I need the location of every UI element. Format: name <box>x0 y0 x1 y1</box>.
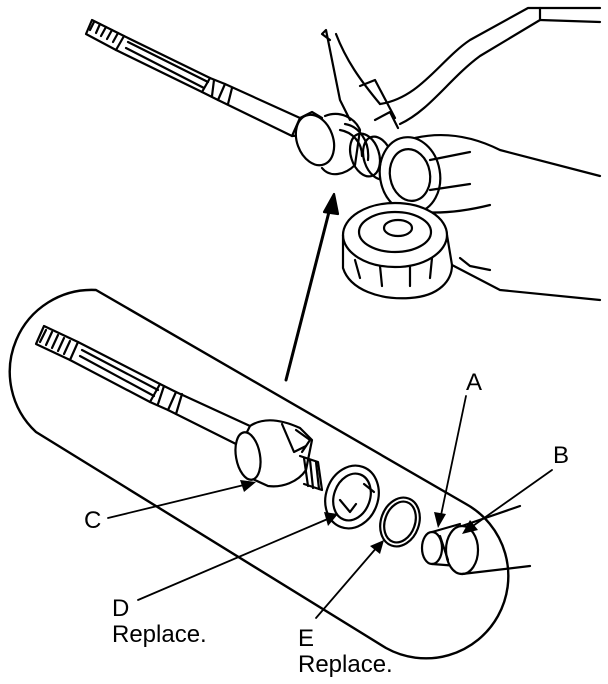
leader-a <box>439 395 467 521</box>
callout-a-label: A <box>466 369 483 396</box>
detail-capsule-outline <box>8 288 510 660</box>
mount-bushing <box>341 201 602 302</box>
installed-tie-rod-assembly <box>84 6 602 302</box>
callout-e-letter: E <box>298 625 315 652</box>
leader-b <box>469 469 553 529</box>
part-d-lock-washer <box>324 464 380 530</box>
leader-lines <box>107 395 553 619</box>
detail-tie-rod <box>34 324 252 448</box>
callout-d-note: Replace. <box>112 621 207 648</box>
part-e-stop-washer <box>379 496 421 548</box>
callout-d: D Replace. <box>112 596 207 648</box>
leader-d <box>137 517 331 601</box>
callout-d-letter: D <box>112 595 130 622</box>
top-threaded-end <box>84 18 212 94</box>
callout-c-label: C <box>84 507 102 534</box>
callout-e: E Replace. <box>298 626 393 678</box>
detail-arrow <box>284 192 340 382</box>
part-c-inner-tie-rod-joint <box>234 419 324 492</box>
rack-housing <box>320 6 602 130</box>
leader-e <box>315 545 379 619</box>
leader-c <box>107 483 249 519</box>
callout-e-note: Replace. <box>298 651 393 678</box>
leader-arrowheads <box>240 480 478 554</box>
callout-b-label: B <box>553 442 570 469</box>
